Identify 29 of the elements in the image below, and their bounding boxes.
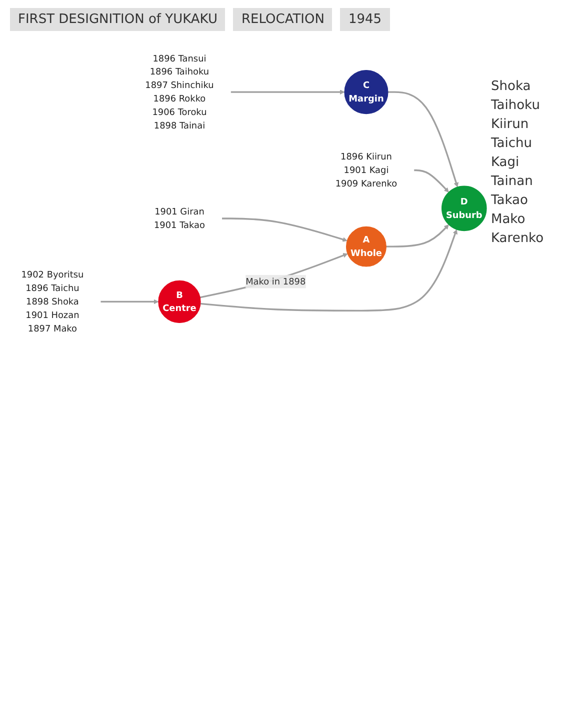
arrow bbox=[414, 169, 449, 192]
column-heading: FIRST DESIGNITION of YUKAKU bbox=[10, 8, 226, 31]
arrow bbox=[200, 229, 458, 312]
node-text: 1902 Byoritsu 1896 Taichu 1898 Shoka 1901 Hozan 1897 Mako bbox=[21, 269, 84, 334]
place-name: Taihoku bbox=[491, 98, 541, 113]
node-text: 1896 Tansui 1896 Taihoku 1897 Shinchiku 1896 Rokko 1906 Toroku 1898 Tainai bbox=[145, 52, 214, 131]
node-text: 1896 Kiirun 1901 Kagi 1909 Karenko bbox=[335, 151, 398, 189]
arrow bbox=[222, 218, 348, 242]
arrow bbox=[230, 90, 345, 95]
place-name: Karenko bbox=[491, 231, 545, 246]
edge-label: Mako in 1898 bbox=[246, 276, 306, 287]
place-name: Shoka bbox=[491, 79, 532, 94]
place-name: Taichu bbox=[491, 136, 533, 151]
node-circle: D Suburb bbox=[442, 186, 487, 232]
place-name: Mako bbox=[491, 212, 526, 227]
place-name: Takao bbox=[491, 193, 529, 208]
arrow bbox=[200, 253, 348, 298]
arrow bbox=[100, 299, 159, 304]
arrow bbox=[388, 91, 458, 188]
column-heading: RELOCATION bbox=[233, 8, 332, 31]
node-text: 1901 Giran 1901 Takao bbox=[154, 206, 205, 230]
node-circle: B Centre bbox=[158, 280, 201, 324]
column-heading: 1945 bbox=[340, 8, 390, 31]
arrow bbox=[386, 224, 449, 248]
node-circle: C Margin bbox=[344, 70, 388, 114]
place-name: Kagi bbox=[491, 155, 520, 170]
node-circle: A Whole bbox=[346, 226, 386, 267]
place-name: Tainan bbox=[491, 174, 534, 189]
place-name: Kiirun bbox=[491, 117, 530, 132]
